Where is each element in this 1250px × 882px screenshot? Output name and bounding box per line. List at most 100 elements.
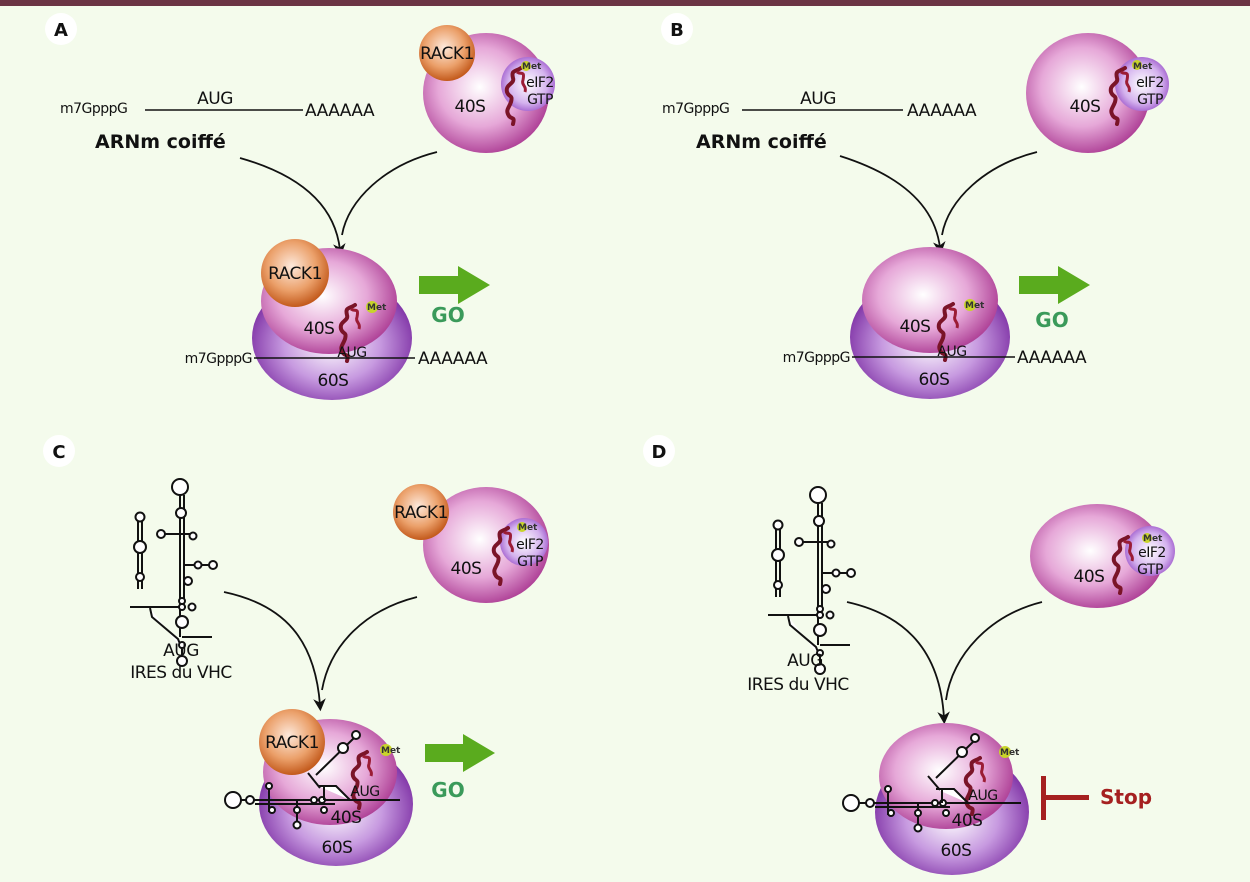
panel-letter: B bbox=[670, 20, 684, 41]
start-codon: AUG bbox=[937, 344, 966, 360]
eif2-complex bbox=[500, 518, 548, 566]
start-codon: AUG bbox=[968, 788, 997, 804]
met-icon bbox=[366, 301, 378, 313]
ribosome-40s-label: 40S bbox=[1074, 567, 1105, 587]
arrow-curve-right bbox=[321, 596, 418, 691]
met-icon bbox=[1142, 533, 1152, 543]
mrna-caption: ARNm coiffé bbox=[696, 131, 827, 153]
eif2-label: eIF2 bbox=[516, 537, 544, 553]
met-label: Met bbox=[1000, 748, 1020, 758]
outcome-label: GO bbox=[1035, 308, 1068, 332]
start-codon: AUG bbox=[337, 345, 366, 361]
top-border bbox=[0, 0, 1250, 6]
arrow-curve-right bbox=[941, 151, 1038, 236]
eif2-complex bbox=[1115, 57, 1169, 111]
ribosome-40s-label: 40S bbox=[331, 808, 362, 828]
polya-tail: AAAAAA bbox=[305, 101, 375, 121]
go-arrow-icon bbox=[1019, 266, 1090, 304]
gtp-label: GTP bbox=[1137, 92, 1163, 108]
ribosome-40s-label: 40S bbox=[1070, 97, 1101, 117]
gtp-label: GTP bbox=[517, 554, 543, 570]
ires-caption: IRES du VHC bbox=[747, 675, 849, 695]
ribosome-60s-label: 60S bbox=[318, 371, 349, 391]
met-label: Met bbox=[518, 523, 538, 533]
met-icon bbox=[517, 522, 527, 532]
arrow-curve-left bbox=[223, 591, 326, 712]
met-label: Met bbox=[965, 301, 985, 311]
translation-initiation-diagram: A m7GpppG AUG AAAAAA ARNm coiffé Met eIF… bbox=[43, 13, 1175, 875]
ribosome-40s-label: 40S bbox=[900, 317, 931, 337]
eif2-complex bbox=[1125, 526, 1175, 576]
start-codon: AUG bbox=[787, 651, 823, 671]
met-label: Met bbox=[381, 746, 401, 756]
rack1-protein bbox=[259, 709, 325, 775]
rack1-label: RACK1 bbox=[420, 44, 474, 64]
eif2-label: eIF2 bbox=[526, 75, 554, 91]
bound-ires-icon bbox=[224, 730, 400, 830]
go-arrow-icon bbox=[419, 266, 490, 304]
met-label: Met bbox=[367, 303, 387, 313]
panel-letter-badge bbox=[43, 435, 75, 467]
start-codon: AUG bbox=[163, 641, 199, 661]
rack1-protein: RACK1 bbox=[419, 25, 475, 81]
bound-ires-icon bbox=[842, 733, 1021, 833]
outcome-label: GO bbox=[431, 778, 464, 802]
ribosome-60s-label: 60S bbox=[322, 838, 353, 858]
ribosome-40s-label: 40S bbox=[952, 811, 983, 831]
met-label: Met bbox=[1133, 62, 1153, 72]
polya-tail: AAAAAA bbox=[1017, 348, 1087, 368]
outcome-label: Stop bbox=[1100, 785, 1152, 809]
arrow-curve-right bbox=[945, 601, 1043, 701]
start-codon: AUG bbox=[197, 89, 233, 109]
ribosome-80s-complex: Met 40S AUG m7GpppG AAAAAA 60S RACK1 bbox=[185, 239, 489, 400]
rack1-protein bbox=[261, 239, 329, 307]
met-label: Met bbox=[522, 62, 542, 72]
panel-letter: A bbox=[54, 20, 68, 41]
mrna-cap: m7GpppG bbox=[662, 101, 729, 117]
arrow-curve-left bbox=[239, 157, 346, 257]
met-label: Met bbox=[1143, 534, 1163, 544]
rack1-label: RACK1 bbox=[268, 264, 322, 284]
polya-tail: AAAAAA bbox=[418, 349, 488, 369]
stop-inhibitor-icon bbox=[1041, 776, 1089, 820]
gtp-label: GTP bbox=[527, 92, 553, 108]
polya-tail: AAAAAA bbox=[907, 101, 977, 121]
eif2-label: eIF2 bbox=[1136, 75, 1164, 91]
mrna-cap: m7GpppG bbox=[60, 101, 127, 117]
rack1-label: RACK1 bbox=[394, 503, 448, 523]
ires-caption: IRES du VHC bbox=[130, 663, 232, 683]
ribosome-40s-free: Met eIF2 GTP 40S bbox=[1030, 504, 1175, 608]
panel-d: D AUG IRES du VHC Met eIF2 GTP 40S Met bbox=[643, 435, 1175, 875]
met-icon bbox=[521, 61, 531, 71]
mrna-cap: m7GpppG bbox=[783, 350, 850, 366]
panel-letter: D bbox=[652, 442, 667, 463]
panel-b: B m7GpppG AUG AAAAAA ARNm coiffé Met eIF… bbox=[661, 13, 1169, 399]
ribosome-40s-free: Met eIF2 GTP 40S bbox=[423, 487, 549, 603]
panel-letter: C bbox=[52, 442, 65, 463]
ribosome-40s-label: 40S bbox=[455, 97, 486, 117]
ribosome-80s-complex: Met AUG 40S 60S bbox=[842, 723, 1029, 875]
panel-letter-badge bbox=[45, 13, 77, 45]
ribosome-40s-label: 40S bbox=[451, 559, 482, 579]
outcome-label: GO bbox=[431, 303, 464, 327]
ires-structure-icon bbox=[767, 486, 856, 675]
arrow-curve-left bbox=[846, 601, 950, 725]
go-arrow-icon bbox=[425, 734, 495, 772]
ribosome-40s-free: Met eIF2 GTP 40S bbox=[1026, 33, 1169, 153]
ribosome-80s-complex: Met AUG 40S bbox=[224, 709, 413, 866]
panel-a: A m7GpppG AUG AAAAAA ARNm coiffé Met eIF… bbox=[45, 13, 555, 400]
start-codon: AUG bbox=[350, 784, 379, 800]
met-icon bbox=[964, 299, 976, 311]
ribosome-60s-label: 60S bbox=[919, 370, 950, 390]
panel-letter-badge bbox=[643, 435, 675, 467]
met-icon bbox=[1132, 60, 1142, 70]
arrow-curve-left bbox=[839, 155, 946, 255]
gtp-label: GTP bbox=[1137, 562, 1163, 578]
start-codon: AUG bbox=[800, 89, 836, 109]
arrow-curve-right bbox=[341, 151, 438, 236]
ribosome-60s-label: 60S bbox=[941, 841, 972, 861]
rack1-protein: RACK1 bbox=[393, 484, 449, 540]
ribosome-40s bbox=[862, 247, 998, 353]
mrna-caption: ARNm coiffé bbox=[95, 131, 226, 153]
eif2-label: eIF2 bbox=[1138, 545, 1166, 561]
